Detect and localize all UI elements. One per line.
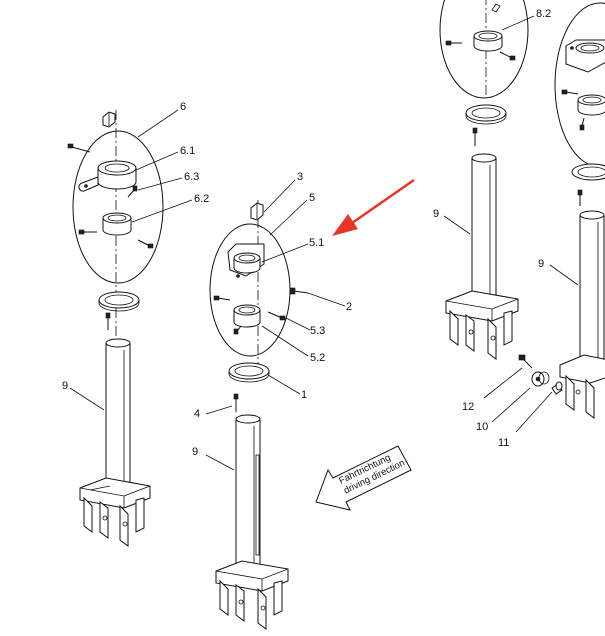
base-bracket <box>79 477 151 547</box>
callout-1: 1 <box>301 389 307 401</box>
callout-9-center: 9 <box>192 446 198 458</box>
callout-11: 11 <box>498 437 509 449</box>
bolt <box>78 229 97 235</box>
callout-labels: 6 6.1 6.3 6.2 9 3 5 5.1 2 5.3 5.2 1 4 9 … <box>62 8 551 458</box>
callout-2: 2 <box>346 301 352 313</box>
callout-5-1: 5.1 <box>309 237 324 249</box>
bearing-ring <box>228 362 270 383</box>
bolt <box>67 143 91 153</box>
bearing-ring <box>98 291 140 312</box>
base-bracket <box>559 354 605 419</box>
bolt <box>445 40 462 46</box>
callout-5: 5 <box>309 192 315 204</box>
bearing-ring <box>465 104 507 125</box>
base-bracket <box>215 560 289 630</box>
column-tube <box>471 153 497 298</box>
column-tube <box>235 414 261 568</box>
callout-5-3: 5.3 <box>310 325 325 337</box>
leader-lines <box>69 15 579 471</box>
callout-6-3: 6.3 <box>184 171 199 183</box>
driving-direction-arrow: Fahrtrichtung driving direction <box>315 445 412 511</box>
right-assembly-a <box>439 0 529 360</box>
lower-clamp <box>577 94 605 116</box>
clip-part <box>250 202 264 221</box>
bolt <box>127 185 138 198</box>
center-assembly <box>209 200 309 630</box>
callout-9-right-b: 9 <box>538 258 544 270</box>
bolt <box>561 89 579 95</box>
clip-part <box>102 111 116 128</box>
callout-4: 4 <box>194 408 200 420</box>
callout-9-right-a: 9 <box>433 208 439 220</box>
callout-3: 3 <box>297 171 303 183</box>
upper-collar <box>78 160 137 192</box>
bolt <box>233 393 239 412</box>
bolt <box>499 51 516 61</box>
lower-clamp <box>233 304 261 328</box>
bolt <box>518 354 533 369</box>
bolt <box>267 311 286 321</box>
column-tube <box>105 338 131 486</box>
bolt <box>577 189 583 206</box>
small-parts <box>518 354 563 395</box>
highlight-arrow <box>332 178 415 236</box>
left-assembly <box>67 110 164 547</box>
callout-8-2: 8.2 <box>536 8 551 20</box>
callout-9-left: 9 <box>62 380 68 392</box>
bolt <box>579 117 585 131</box>
bolt <box>213 295 231 301</box>
bolt <box>472 127 478 146</box>
bolt <box>137 239 154 249</box>
callout-6-1: 6.1 <box>180 145 195 157</box>
bushing-part <box>531 371 550 387</box>
callout-5-2: 5.2 <box>310 352 325 364</box>
right-assembly-b <box>554 2 605 419</box>
lower-clamp <box>102 212 132 236</box>
callout-6-2: 6.2 <box>194 193 209 205</box>
callout-12: 12 <box>462 401 474 413</box>
bracket-collar <box>227 243 265 278</box>
base-bracket <box>445 290 519 360</box>
callout-6: 6 <box>180 101 186 113</box>
bolt <box>105 312 111 330</box>
left-detail-ellipse <box>72 130 164 284</box>
right-detail-ellipse <box>439 0 529 99</box>
upper-collar <box>473 3 503 52</box>
bearing-ring <box>571 163 605 181</box>
bracket-collar <box>565 39 605 73</box>
sleeve-part <box>551 381 563 395</box>
bolt <box>289 287 309 295</box>
callout-10: 10 <box>476 421 488 433</box>
column-tube <box>579 210 605 360</box>
